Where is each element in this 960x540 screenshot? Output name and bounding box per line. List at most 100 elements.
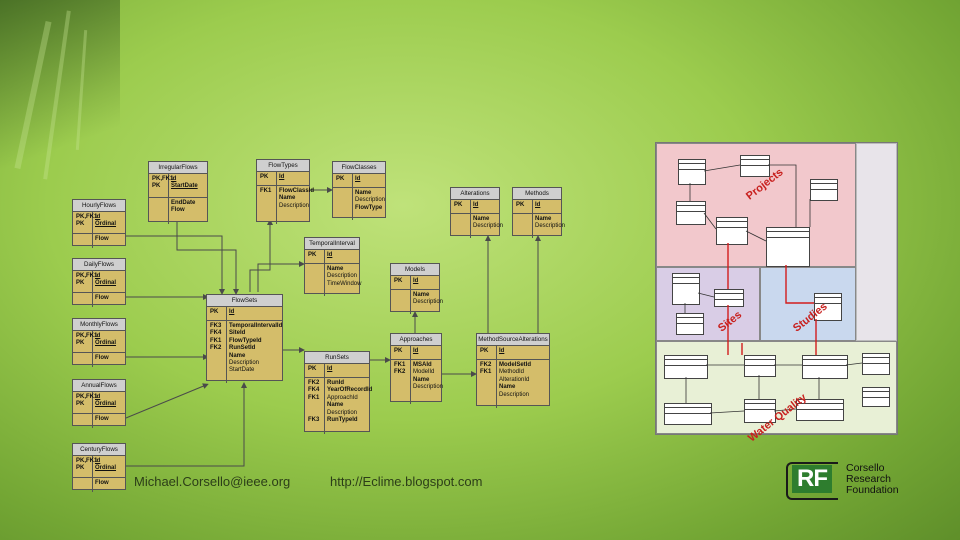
link-irregular-flowsets <box>176 222 239 295</box>
field-name: Description <box>327 273 358 280</box>
mini-table <box>744 355 776 377</box>
overview-links <box>684 164 863 414</box>
field-name: Description <box>535 223 566 230</box>
field-name: Flow <box>171 207 185 214</box>
schema-overview: Projects Sites Studies Water Quality <box>655 142 898 444</box>
field-name: Description <box>229 360 260 367</box>
mini-table <box>740 155 770 177</box>
mini-table <box>678 159 706 185</box>
entity-row: PK Id <box>477 345 549 360</box>
key-marker: PK <box>260 174 269 180</box>
field-name: Id <box>499 348 505 354</box>
logo-text: Corsello Research Foundation <box>846 463 899 496</box>
field-name: Id <box>535 202 541 208</box>
entity-row: Flow <box>73 233 125 248</box>
key-marker <box>308 402 319 409</box>
field-name: FlowClassId <box>279 188 315 194</box>
field-name: Description <box>413 299 444 306</box>
key-marker: FK2 <box>480 362 492 368</box>
mini-table <box>676 313 704 335</box>
field-name: Ordinal <box>95 340 117 347</box>
key-marker: PK <box>454 202 463 208</box>
key-marker: PK <box>480 348 489 354</box>
field-name: SiteId <box>229 330 246 337</box>
mini-table <box>716 217 748 245</box>
mini-table <box>744 399 776 423</box>
key-marker: FK1 <box>210 337 222 344</box>
key-marker: PK <box>336 176 345 182</box>
field-name: Id <box>95 394 101 400</box>
field-name: AlterationId <box>499 376 530 383</box>
key-marker: PK <box>76 280 85 287</box>
footer-email[interactable]: Michael.Corsello@ieee.org <box>134 474 291 489</box>
mini-table <box>796 399 844 421</box>
field-name: RunTypeId <box>327 417 358 424</box>
key-marker: PK,FK1 <box>76 214 98 220</box>
field-name: TimeWindow <box>327 280 362 287</box>
key-marker: FK4 <box>210 330 222 337</box>
field-name: StartDate <box>171 183 198 190</box>
key-marker: PK,FK1 <box>76 273 98 279</box>
field-name: Name <box>413 292 430 298</box>
field-name: EndDate <box>171 200 196 206</box>
key-marker: FK1 <box>260 188 272 194</box>
key-marker: PK <box>76 340 85 347</box>
key-marker: FK2 <box>210 345 222 352</box>
key-marker: PK <box>394 348 403 354</box>
field-name: Description <box>499 391 530 398</box>
entity-row: Flow <box>73 413 125 428</box>
field-name: Ordinal <box>95 280 117 287</box>
link-century-flowsets <box>126 382 247 467</box>
field-name: Name <box>413 376 430 383</box>
key-marker: PK,FK1 <box>76 458 98 464</box>
key-marker: PK <box>394 278 403 284</box>
field-name: Description <box>473 223 504 230</box>
mini-table <box>810 179 838 201</box>
field-name: Description <box>327 409 358 416</box>
field-name: Ordinal <box>95 465 117 472</box>
key-marker: PK,FK1 <box>76 394 98 400</box>
key-marker: PK <box>76 401 85 408</box>
field-name: TemporalIntervalId <box>229 323 283 329</box>
field-name: Id <box>95 273 101 279</box>
field-name: Name <box>473 216 490 222</box>
field-name: ApproachId <box>327 394 358 401</box>
mini-table <box>664 403 712 425</box>
key-marker: PK <box>76 465 85 472</box>
field-name: Name <box>327 266 344 272</box>
key-marker: PK <box>308 366 317 372</box>
field-name: Name <box>535 216 552 222</box>
key-marker: PK <box>152 183 161 190</box>
footer-url[interactable]: http://Eclime.blogspot.com <box>330 474 483 489</box>
field-name: Flow <box>95 295 109 301</box>
key-marker: FK2 <box>308 380 320 386</box>
mini-table <box>714 289 744 307</box>
field-name: Id <box>95 333 101 339</box>
field-name: StartDate <box>229 367 255 374</box>
